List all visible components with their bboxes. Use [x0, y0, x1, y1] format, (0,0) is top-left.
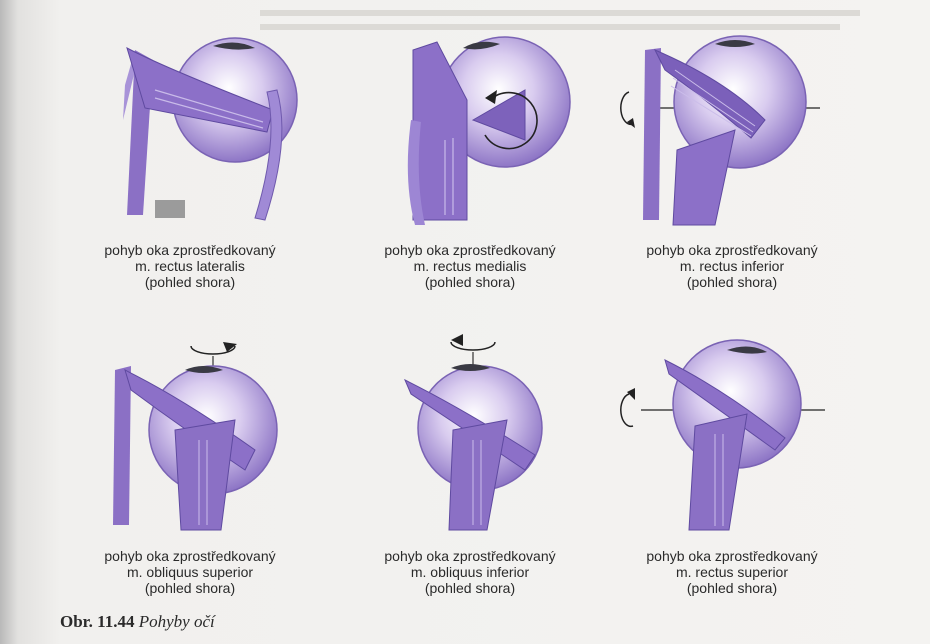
- eye-diagram-rectus-lateralis: [95, 30, 345, 240]
- caption-obliquus-superior: pohyb oka zprostředkovaný m. obliquus su…: [60, 548, 320, 596]
- caption-rectus-medialis: pohyb oka zprostředkovaný m. rectus medi…: [340, 242, 600, 290]
- eye-diagram-rectus-medialis: [375, 30, 625, 240]
- figure-number: Obr. 11.44: [60, 612, 134, 631]
- caption-obliquus-inferior: pohyb oka zprostředkovaný m. obliquus in…: [340, 548, 600, 596]
- caption-rectus-inferior: pohyb oka zprostředkovaný m. rectus infe…: [602, 242, 862, 290]
- rotation-arrow: [621, 394, 633, 426]
- caption-rectus-superior: pohyb oka zprostředkovaný m. rectus supe…: [602, 548, 862, 596]
- figure-title: Pohyby očí: [139, 612, 215, 631]
- eye-diagram-rectus-superior: [615, 330, 865, 540]
- eye-diagram-obliquus-superior: [95, 330, 345, 540]
- caption-rectus-lateralis: pohyb oka zprostředkovaný m. rectus late…: [60, 242, 320, 290]
- eye-diagram-obliquus-inferior: [375, 330, 625, 540]
- eye-diagram-rectus-inferior: [615, 30, 865, 240]
- figure-label: Obr. 11.44 Pohyby očí: [60, 612, 215, 632]
